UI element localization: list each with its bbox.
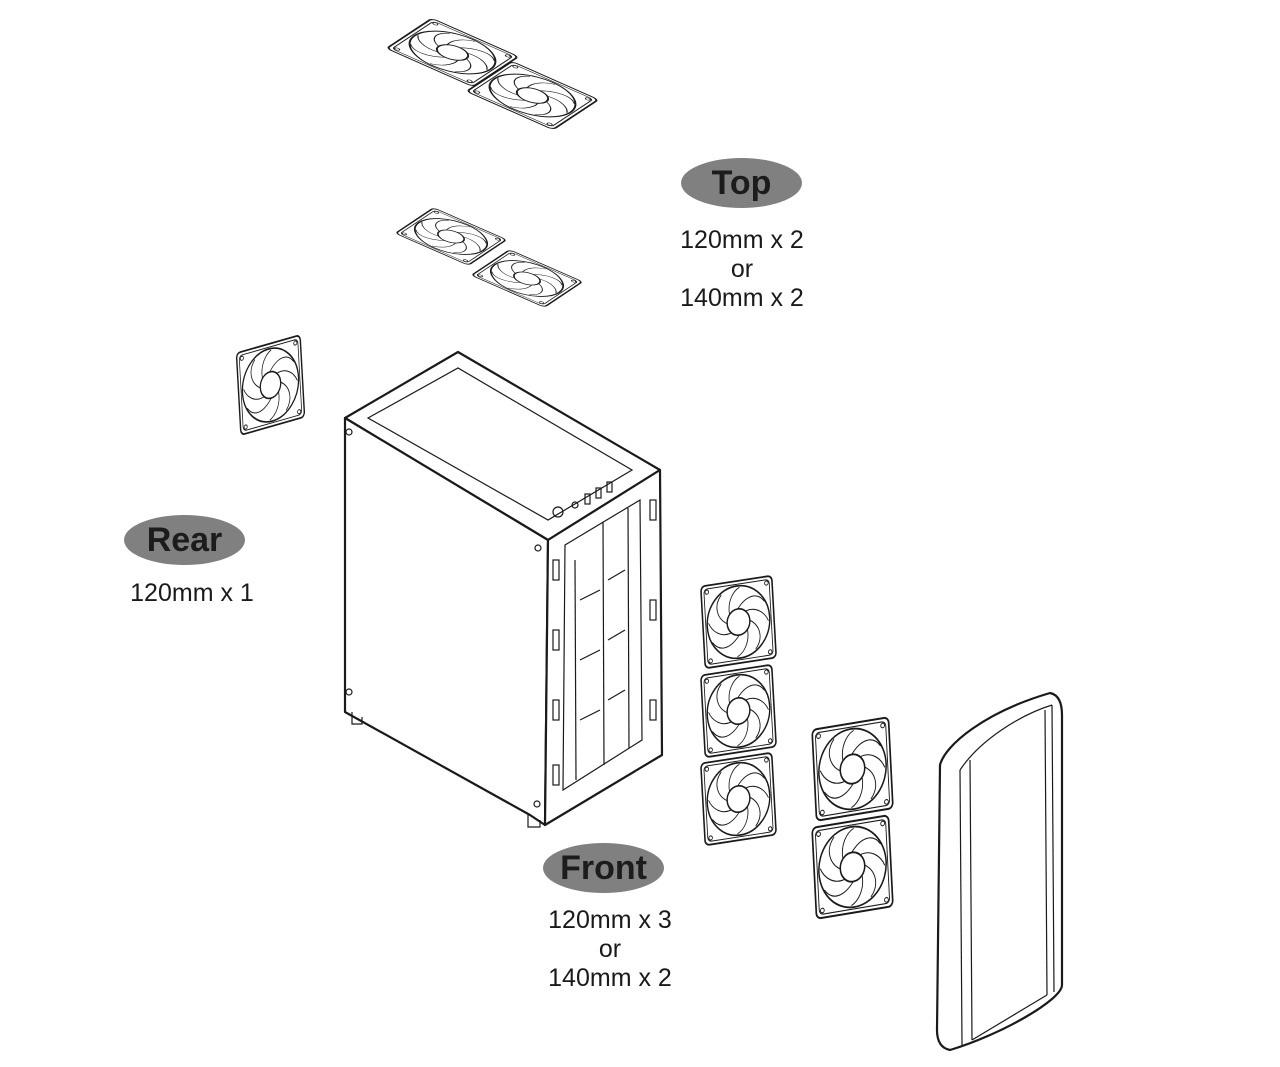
fan-icon — [699, 663, 778, 759]
top-spec: 120mm x 2 or 140mm x 2 — [660, 226, 824, 313]
top-120mm-fans — [394, 206, 584, 309]
top-spec-line: 120mm x 2 — [680, 226, 804, 254]
fan-icon — [394, 206, 508, 267]
top-spec-line: 140mm x 2 — [680, 284, 804, 312]
top-label: Top — [711, 163, 772, 202]
fan-icon — [811, 814, 894, 920]
front-panel — [935, 691, 1064, 1052]
pc-case — [343, 350, 664, 828]
top-badge: Top — [681, 158, 802, 208]
fan-icon — [235, 334, 306, 436]
front-spec-line: or — [598, 935, 622, 963]
front-spec: 120mm x 3 or 140mm x 2 — [528, 906, 692, 993]
top-140mm-fans — [385, 17, 600, 131]
rear-badge: Rear — [124, 515, 245, 565]
fan-icon — [811, 716, 894, 822]
rear-spec-line: 120mm x 1 — [130, 579, 254, 607]
fan-icon — [470, 248, 584, 309]
front-spec-line: 120mm x 3 — [548, 906, 672, 934]
fan-icon — [699, 574, 778, 670]
front-140mm-fans — [811, 716, 894, 920]
front-120mm-fans — [699, 574, 778, 847]
fan-icon — [699, 751, 778, 847]
rear-120mm-fan — [235, 334, 306, 436]
rear-label: Rear — [146, 520, 223, 559]
top-spec-line: or — [730, 255, 754, 283]
front-label: Front — [560, 848, 647, 887]
front-spec-line: 140mm x 2 — [548, 964, 672, 992]
front-badge: Front — [543, 843, 664, 893]
rear-spec: 120mm x 1 — [110, 579, 274, 608]
